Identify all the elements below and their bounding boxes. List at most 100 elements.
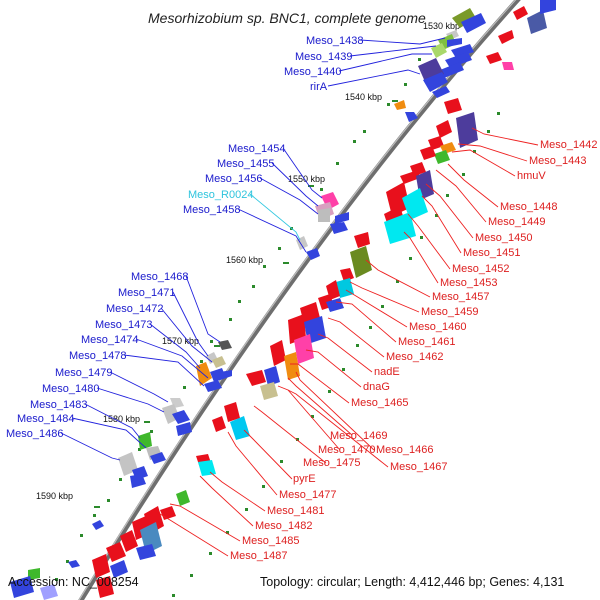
gene-feature [436,120,452,138]
scale-label: 1540 kbp [345,92,382,102]
accession-text: Accession: NC_008254 [8,575,139,589]
right-gene-labels: Meso_1442 Meso_1443 hmuV Meso_1448 Meso_… [159,127,598,562]
gene-feature [386,182,410,216]
gene-label[interactable]: Meso_1466 [376,444,434,456]
gene-feature [461,13,486,33]
gene-label[interactable]: Meso_1470 [318,444,376,456]
gene-label[interactable]: Meso_1449 [488,216,546,228]
gene-label[interactable]: Meso_1472 [106,303,164,315]
gene-feature [354,232,370,248]
gene-label[interactable]: Meso_1481 [267,505,325,517]
gene-label[interactable]: rirA [310,81,328,93]
gene-label[interactable]: Meso_1475 [303,457,361,469]
gene-label[interactable]: Meso_1487 [230,550,288,562]
gene-feature [176,422,192,436]
gene-feature [451,44,474,58]
gene-label[interactable]: Meso_1482 [255,520,313,532]
gene-feature [92,554,110,578]
gene-label[interactable]: Meso_1451 [463,247,521,259]
gene-feature [498,30,514,44]
gene-label[interactable]: Meso_1460 [409,321,467,333]
gene-label[interactable]: Meso_1484 [17,413,75,425]
gene-feature [400,170,420,184]
gene-label[interactable]: Meso_1486 [6,428,64,440]
gene-label[interactable]: Meso_1452 [452,263,510,275]
gene-label[interactable]: nadE [374,366,400,378]
gene-feature [445,52,472,68]
gene-feature [452,8,476,28]
gene-feature [120,530,138,552]
gene-label[interactable]: Meso_1458 [183,204,241,216]
gene-feature [527,10,547,34]
gene-label[interactable]: Meso_1454 [228,143,286,155]
gene-feature [130,474,146,488]
gene-feature [204,380,222,392]
gene-feature [212,356,226,368]
gene-feature [260,382,278,400]
gene-label[interactable]: hmuV [517,170,546,182]
left-gene-labels: Meso_1438 Meso_1439 Meso_1440 rirA Meso_… [6,35,446,461]
forward-strand-genes [92,0,556,598]
gene-label[interactable]: Meso_1440 [284,66,342,78]
gene-feature [106,542,126,562]
gene-feature [150,452,166,464]
scale-label: 1550 kbp [288,174,325,184]
gene-feature [440,62,464,78]
gene-label[interactable]: Meso_1468 [131,271,189,283]
gene-label[interactable]: Meso_1474 [81,334,139,346]
gene-feature [502,62,514,70]
gene-feature [96,576,114,598]
gene-label[interactable]: Meso_1450 [475,232,533,244]
gene-label[interactable]: Meso_1471 [118,287,176,299]
gene-feature [288,314,306,344]
gene-label[interactable]: pyrE [293,473,316,485]
gene-feature [176,490,190,506]
scale-ticks [55,58,500,597]
gene-label[interactable]: Meso_1479 [55,367,113,379]
gene-label[interactable]: Meso_1443 [529,155,587,167]
gene-feature [420,146,436,160]
gene-label[interactable]: Meso_1455 [217,158,275,170]
gene-label[interactable]: Meso_1478 [69,350,127,362]
scale-label: 1570 kbp [162,336,199,346]
gene-label[interactable]: Meso_1456 [205,173,263,185]
gene-feature [318,208,330,222]
gene-label[interactable]: Meso_1448 [500,201,558,213]
gene-feature [212,416,226,432]
gene-label[interactable]: Meso_1439 [295,51,353,63]
gene-label[interactable]: dnaG [363,381,390,393]
gene-feature [321,192,339,210]
gene-feature [110,560,128,578]
gene-label[interactable]: Meso_1453 [440,277,498,289]
gene-label[interactable]: Meso_1480 [42,383,100,395]
gene-feature [220,370,232,380]
gene-label[interactable]: Meso_1461 [398,336,456,348]
gene-label[interactable]: Meso_1465 [351,397,409,409]
gene-label[interactable]: Meso_1467 [390,461,448,473]
gene-label[interactable]: Meso_1442 [540,139,598,151]
gene-feature [431,43,447,58]
gene-feature [394,100,406,110]
gene-feature [218,340,232,350]
gene-feature [513,6,528,20]
gene-label[interactable]: Meso_1473 [95,319,153,331]
gene-label[interactable]: Meso_1459 [421,306,479,318]
gene-label[interactable]: Meso_1485 [242,535,300,547]
gene-label[interactable]: Meso_1438 [306,35,364,47]
rna-gene-label[interactable]: Meso_R0024 [188,189,253,201]
gene-feature [10,576,34,598]
gene-label[interactable]: Meso_1483 [30,399,88,411]
gene-feature [198,460,216,476]
gene-label[interactable]: Meso_1457 [432,291,490,303]
gene-feature [246,370,266,386]
reverse-strand-genes [10,8,486,600]
gene-feature [230,416,250,440]
gene-feature [335,212,349,224]
gene-feature [434,150,450,164]
gene-label[interactable]: Meso_1462 [386,351,444,363]
gene-feature [306,248,320,260]
scale-label: 1560 kbp [226,255,263,265]
gene-feature [224,402,240,422]
gene-label[interactable]: Meso_1477 [279,489,337,501]
